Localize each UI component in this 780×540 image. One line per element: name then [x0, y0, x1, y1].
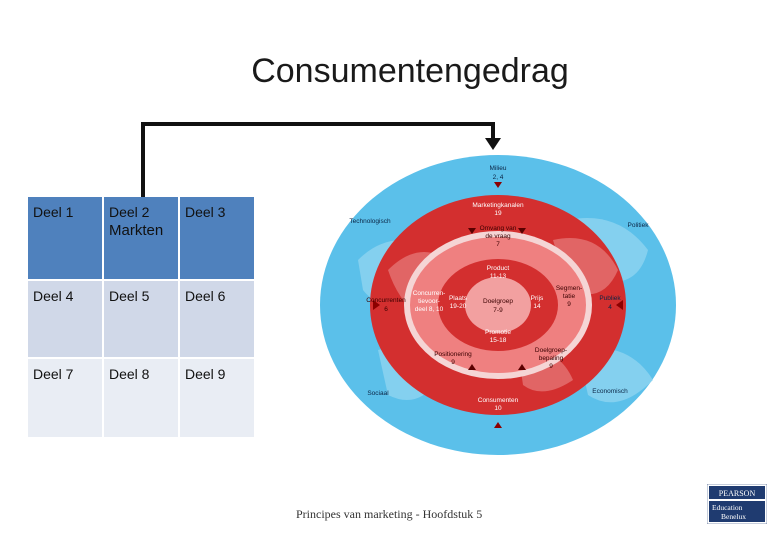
grid-cell-deel-3[interactable]: Deel 3	[180, 197, 254, 279]
grid-cell-label: Deel 8	[109, 366, 150, 382]
grid-cell-label: Deel 3	[185, 204, 226, 220]
grid-cell-deel-7[interactable]: Deel 7	[28, 359, 102, 437]
label-publiek-chapter: 4	[608, 304, 612, 311]
grid-cell-label: Deel 2	[109, 204, 150, 220]
label-marketingkanalen: Marketingkanalen	[472, 202, 524, 209]
arrow-marker	[616, 300, 623, 310]
label-positionering: Positionering	[434, 351, 472, 358]
arrow-marker	[518, 228, 526, 234]
grid-cell-deel-6[interactable]: Deel 6	[180, 281, 254, 357]
label-omvang: Omvang van	[480, 225, 517, 232]
arrow-marker	[468, 228, 476, 234]
label-plaats-chapter: 19-20	[450, 303, 467, 310]
slide-footer: Principes van marketing - Hoofdstuk 5	[296, 507, 483, 521]
pearson-logo: PEARSON Education Benelux	[707, 484, 767, 524]
label-doelgroepbepaling-chapter: 9	[549, 363, 553, 370]
grid-cell-deel-9[interactable]: Deel 9	[180, 359, 254, 437]
label-consumenten: Consumenten	[478, 397, 519, 404]
grid-cell-label: Deel 1	[33, 204, 74, 220]
arrow-marker	[494, 422, 502, 428]
label-concurrentievoordeel-2: tievoor-	[418, 298, 440, 305]
label-doelgroepbepaling: Doelgroep-	[535, 347, 567, 354]
label-publiek: Publiek	[599, 295, 621, 302]
arrow-marker	[518, 364, 526, 370]
slide-title: Consumentengedrag	[251, 52, 569, 90]
grid-cell-label: Deel 4	[33, 288, 74, 304]
grid-cell-deel-4[interactable]: Deel 4	[28, 281, 102, 357]
label-concurrenten: Concurrenten	[366, 297, 406, 304]
arrow-marker	[373, 300, 380, 310]
label-prijs: Prijs	[531, 295, 544, 302]
grid-cell-sublabel: Markten	[109, 222, 164, 239]
label-promotie: Promotie	[485, 329, 511, 336]
label-promotie-chapter: 15-18	[490, 337, 507, 344]
grid-cell-deel-2[interactable]: Deel 2 Markten	[104, 197, 178, 279]
label-concurrentievoordeel-chapters: deel 8, 10	[415, 306, 444, 313]
label-plaats: Plaats	[449, 295, 468, 302]
label-milieu-chapters: 2, 4	[493, 174, 504, 181]
grid-cell-deel-5[interactable]: Deel 5	[104, 281, 178, 357]
label-marketingkanalen-chapter: 19	[494, 210, 502, 217]
label-omvang-2: de vraag	[485, 233, 511, 240]
svg-text:PEARSON: PEARSON	[719, 489, 756, 498]
marketing-environment-diagram: Milieu 2, 4 Technologisch Politiek Publi…	[320, 155, 676, 455]
label-doelgroep-chapter: 7-9	[493, 307, 503, 314]
arrow-marker	[468, 364, 476, 370]
label-segmentatie-2: tatie	[563, 293, 576, 300]
svg-text:Education: Education	[712, 503, 743, 512]
grid-cell-label: Deel 5	[109, 288, 150, 304]
center-circle	[465, 277, 531, 333]
label-consumenten-chapter: 10	[494, 405, 502, 412]
label-segmentatie-chapter: 9	[567, 301, 571, 308]
label-product-chapter: 11-13	[490, 273, 507, 280]
label-doelgroep: Doelgroep	[483, 298, 513, 305]
grid-cell-label: Deel 9	[185, 366, 226, 382]
label-concurrentievoordeel: Concurren-	[413, 290, 446, 297]
label-prijs-chapter: 14	[533, 303, 541, 310]
svg-text:Benelux: Benelux	[721, 512, 746, 521]
grid-cell-deel-1[interactable]: Deel 1	[28, 197, 102, 279]
label-milieu: Milieu	[490, 165, 507, 172]
arrow-marker	[494, 182, 502, 188]
label-omvang-chapter: 7	[496, 241, 500, 248]
label-sociaal: Sociaal	[367, 390, 389, 397]
label-product: Product	[487, 265, 510, 272]
label-doelgroepbepaling-2: bepaling	[539, 355, 564, 362]
label-positionering-chapter: 9	[451, 359, 455, 366]
grid-cell-label: Deel 6	[185, 288, 226, 304]
label-segmentatie: Segmen-	[556, 285, 582, 292]
grid-cell-label: Deel 7	[33, 366, 74, 382]
label-technologisch: Technologisch	[349, 218, 391, 225]
grid-cell-deel-8[interactable]: Deel 8	[104, 359, 178, 437]
label-concurrenten-chapter: 6	[384, 306, 388, 313]
label-economisch: Economisch	[592, 388, 628, 395]
label-politiek: Politiek	[628, 222, 650, 229]
